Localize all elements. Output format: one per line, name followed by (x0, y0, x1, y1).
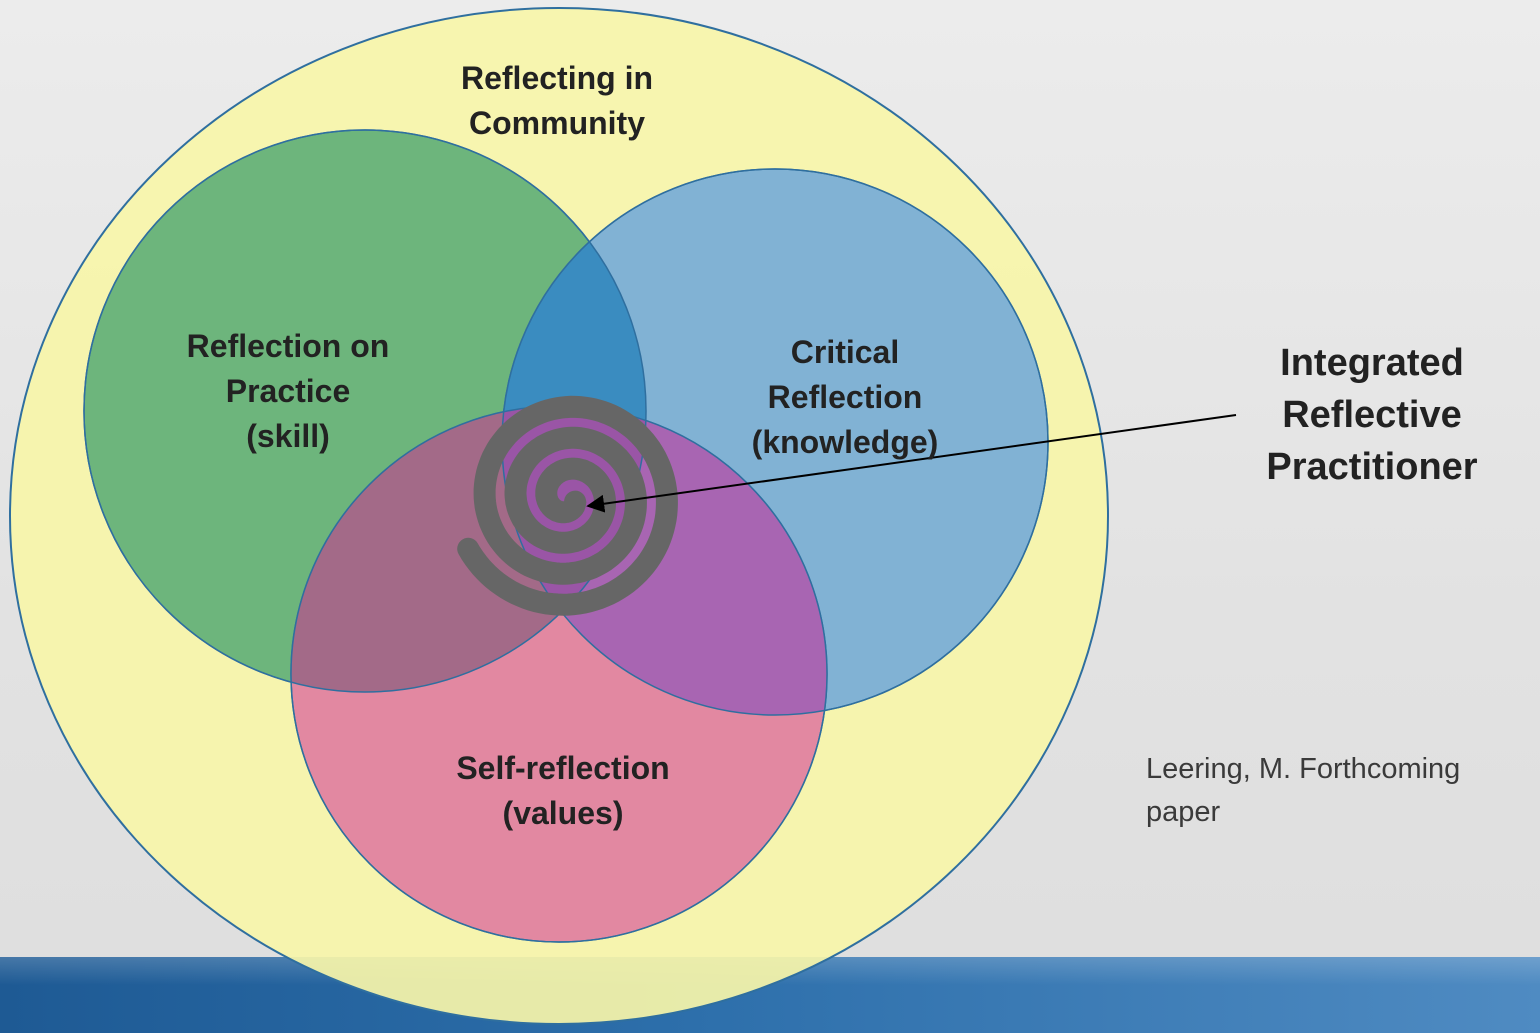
spiral-icon (457, 395, 678, 616)
community-label-line1: Reflecting in (461, 60, 653, 96)
community-label-line2: Community (469, 105, 645, 141)
callout-label-line1: Integrated (1280, 342, 1464, 384)
citation-text: Leering, M. Forthcoming paper (1146, 753, 1461, 828)
self-label-line1: Self-reflection (456, 750, 669, 786)
pointer-arrow (586, 414, 1237, 513)
practice-label-line2: Practice (226, 373, 351, 409)
practice-outline (83, 129, 647, 693)
practice-label-line3: (skill) (246, 418, 330, 454)
callout-label-line3: Practitioner (1266, 446, 1477, 488)
critical-label-line3: (knowledge) (752, 424, 939, 460)
critical-label-line1: Critical (791, 334, 899, 370)
self-label-line2: (values) (503, 795, 624, 831)
critical-label-line2: Reflection (768, 379, 923, 415)
callout-label-line2: Reflective (1282, 394, 1462, 436)
practice-label-line1: Reflection on (187, 328, 390, 364)
